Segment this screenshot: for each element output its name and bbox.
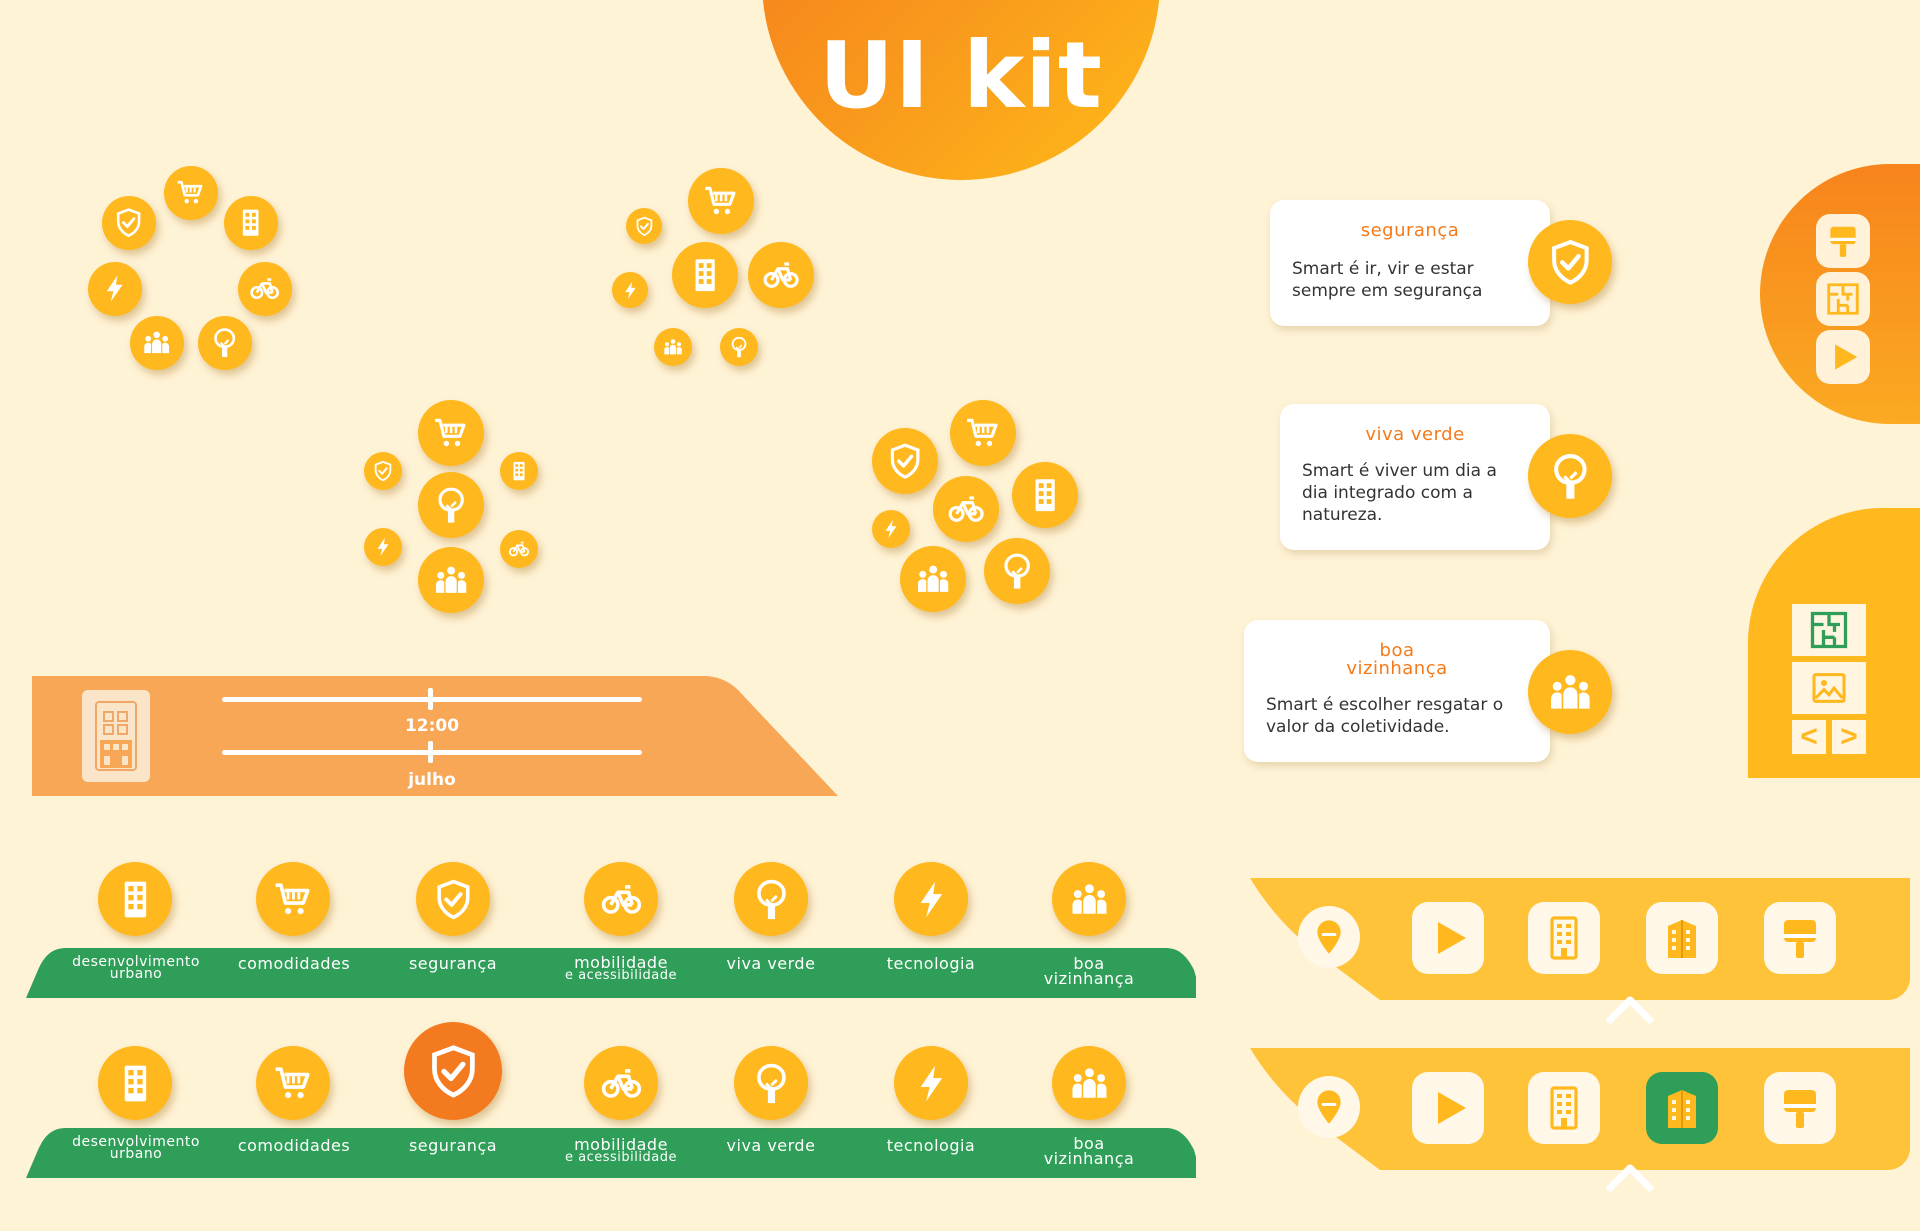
play-icon[interactable] [1412,1072,1484,1144]
cart-icon[interactable] [688,168,754,234]
cart-icon[interactable] [418,400,484,466]
building-icon[interactable] [1528,1072,1600,1144]
people-icon[interactable] [1528,650,1612,734]
bike-icon[interactable] [584,862,658,936]
category-label: comodidades [237,1136,351,1155]
people-icon[interactable] [1052,1046,1126,1120]
tree-icon[interactable] [734,1046,808,1120]
tree-icon[interactable] [734,862,808,936]
cart-icon[interactable] [164,166,218,220]
month-slider-thumb[interactable] [428,741,433,763]
building-icon[interactable] [672,242,738,308]
brush-icon[interactable] [1764,902,1836,974]
building-icon [82,690,150,782]
people-icon[interactable] [418,547,484,613]
building-icon[interactable] [98,1046,172,1120]
time-panel-background [32,676,838,796]
category-label: tecnologia [886,1136,976,1155]
side-tool-panel-orange [1760,164,1920,424]
map-pin-icon[interactable] [1298,906,1360,968]
month-label: julho [408,770,456,790]
bike-icon[interactable] [748,242,814,308]
bike-icon[interactable] [500,530,538,568]
map-pin-icon[interactable] [1298,1076,1360,1138]
building-icon[interactable] [98,862,172,936]
cart-icon[interactable] [950,400,1016,466]
category-label: viva verde [726,1136,816,1155]
category-label: segurança [408,1136,498,1155]
building-icon[interactable] [1012,462,1078,528]
floorplan-icon[interactable] [1816,272,1870,326]
bolt-icon[interactable] [894,862,968,936]
cart-icon[interactable] [256,862,330,936]
page-title: UI kit [819,22,1103,129]
play-icon[interactable] [1412,902,1484,974]
cart-icon[interactable] [256,1046,330,1120]
time-label: 12:00 [404,716,460,736]
people-icon[interactable] [1052,862,1126,936]
bike-icon[interactable] [933,476,999,542]
bike-icon[interactable] [584,1046,658,1120]
category-label: viva verde [726,954,816,973]
bolt-icon[interactable] [894,1046,968,1120]
chevron-up-icon[interactable] [1604,994,1656,1026]
people-icon[interactable] [654,328,692,366]
brush-icon[interactable] [1816,214,1870,268]
shield-icon[interactable] [872,428,938,494]
people-icon[interactable] [900,546,966,612]
shield-icon[interactable] [102,196,156,250]
bolt-icon[interactable] [612,272,648,308]
category-label: tecnologia [886,954,976,973]
category-bar-background [26,1128,1196,1178]
time-slider-thumb[interactable] [428,688,433,710]
shield-icon[interactable] [416,862,490,936]
brush-icon[interactable] [1764,1072,1836,1144]
tree-icon[interactable] [1528,434,1612,518]
play-icon[interactable] [1816,330,1870,384]
people-icon[interactable] [130,316,184,370]
tree-icon[interactable] [720,328,758,366]
bolt-icon[interactable] [872,510,910,548]
shield-icon[interactable] [626,208,662,244]
bike-icon[interactable] [238,262,292,316]
shield-icon[interactable] [364,452,402,490]
bolt-icon[interactable] [88,262,142,316]
shield-icon[interactable] [404,1022,502,1120]
chevron-up-icon[interactable] [1604,1162,1656,1194]
building-icon[interactable] [500,452,538,490]
tree-icon[interactable] [984,538,1050,604]
tree-icon[interactable] [198,316,252,370]
floorplan-icon[interactable] [1792,604,1866,656]
tree-icon[interactable] [418,472,484,538]
side-tool-panel-yellow: < > [1748,508,1920,778]
chevron-left-icon[interactable]: < [1792,720,1826,754]
building-icon[interactable] [1528,902,1600,974]
building-3d-icon[interactable] [1646,902,1718,974]
building-icon[interactable] [224,196,278,250]
card-title: segurança [1360,220,1460,241]
chevron-right-icon[interactable]: > [1832,720,1866,754]
category-label: comodidades [237,954,351,973]
building-3d-icon[interactable] [1646,1072,1718,1144]
category-bar-background [26,948,1196,998]
image-icon[interactable] [1792,662,1866,714]
card-title: viva verde [1365,424,1465,445]
shield-icon[interactable] [1528,220,1612,304]
category-label: segurança [408,954,498,973]
bolt-icon[interactable] [364,528,402,566]
